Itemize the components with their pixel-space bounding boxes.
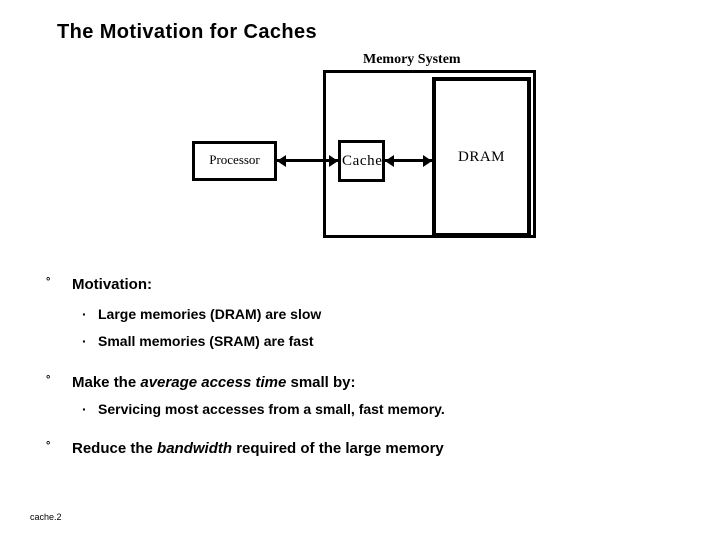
dram-label: DRAM [457, 149, 505, 165]
cache-dram-arrow-head-right-icon [423, 155, 432, 167]
bullet-motivation: ° Motivation: [46, 276, 152, 293]
bullet-bandwidth-prefix: Reduce the [72, 440, 158, 457]
processor-cache-arrow-head-right-icon [329, 155, 338, 167]
bullet-marker-level1-icon: ° [46, 440, 51, 452]
bullet-marker-level2-icon: · [82, 306, 87, 322]
bullet-marker-level1-icon: ° [46, 276, 51, 288]
memory-hierarchy-diagram: Memory System DRAM Cache Processor [0, 0, 720, 260]
cache-label: Cache [342, 153, 383, 169]
dram-box-inner-border [435, 80, 528, 234]
bullet-reduce-bandwidth: ° Reduce the bandwidth required of the la… [46, 440, 444, 457]
bullet-average-access-suffix: small by: [286, 374, 356, 391]
cache-dram-arrow-head-left-icon [385, 155, 394, 167]
processor-cache-arrow-shaft [277, 159, 338, 162]
bullet-large-memories: · Large memories (DRAM) are slow [82, 306, 321, 322]
page-title: The Motivation for Caches [57, 21, 318, 43]
cache-dram-arrow-shaft [385, 159, 432, 162]
bullet-servicing-accesses: · Servicing most accesses from a small, f… [82, 401, 445, 417]
memory-system-label: Memory System [363, 52, 461, 67]
bullet-average-access-prefix: Make the [72, 374, 141, 391]
processor-cache-arrow-head-left-icon [277, 155, 286, 167]
bullet-motivation-text: Motivation: [72, 276, 152, 293]
bullet-small-memories-text: Small memories (SRAM) are fast [98, 333, 314, 349]
processor-box [192, 141, 277, 181]
bullet-bandwidth-emphasis: bandwidth [157, 440, 233, 457]
bullet-marker-level1-icon: ° [46, 374, 51, 386]
bullet-small-memories: · Small memories (SRAM) are fast [82, 333, 314, 349]
bullet-servicing-accesses-text: Servicing most accesses from a small, fa… [98, 401, 445, 417]
bullet-bandwidth-suffix: required of the large memory [232, 440, 444, 457]
dram-box [432, 77, 531, 237]
cache-box [338, 140, 385, 182]
slide-footer-note: cache.2 [30, 512, 62, 522]
processor-label: Processor [209, 152, 260, 167]
memory-system-box [323, 70, 536, 238]
bullet-marker-level2-icon: · [82, 401, 87, 417]
bullet-average-access-emphasis: average access time [140, 374, 287, 391]
bullet-marker-level2-icon: · [82, 333, 87, 349]
bullet-average-access-time: ° Make the average access time small by: [46, 374, 356, 391]
bullet-large-memories-text: Large memories (DRAM) are slow [98, 306, 322, 322]
